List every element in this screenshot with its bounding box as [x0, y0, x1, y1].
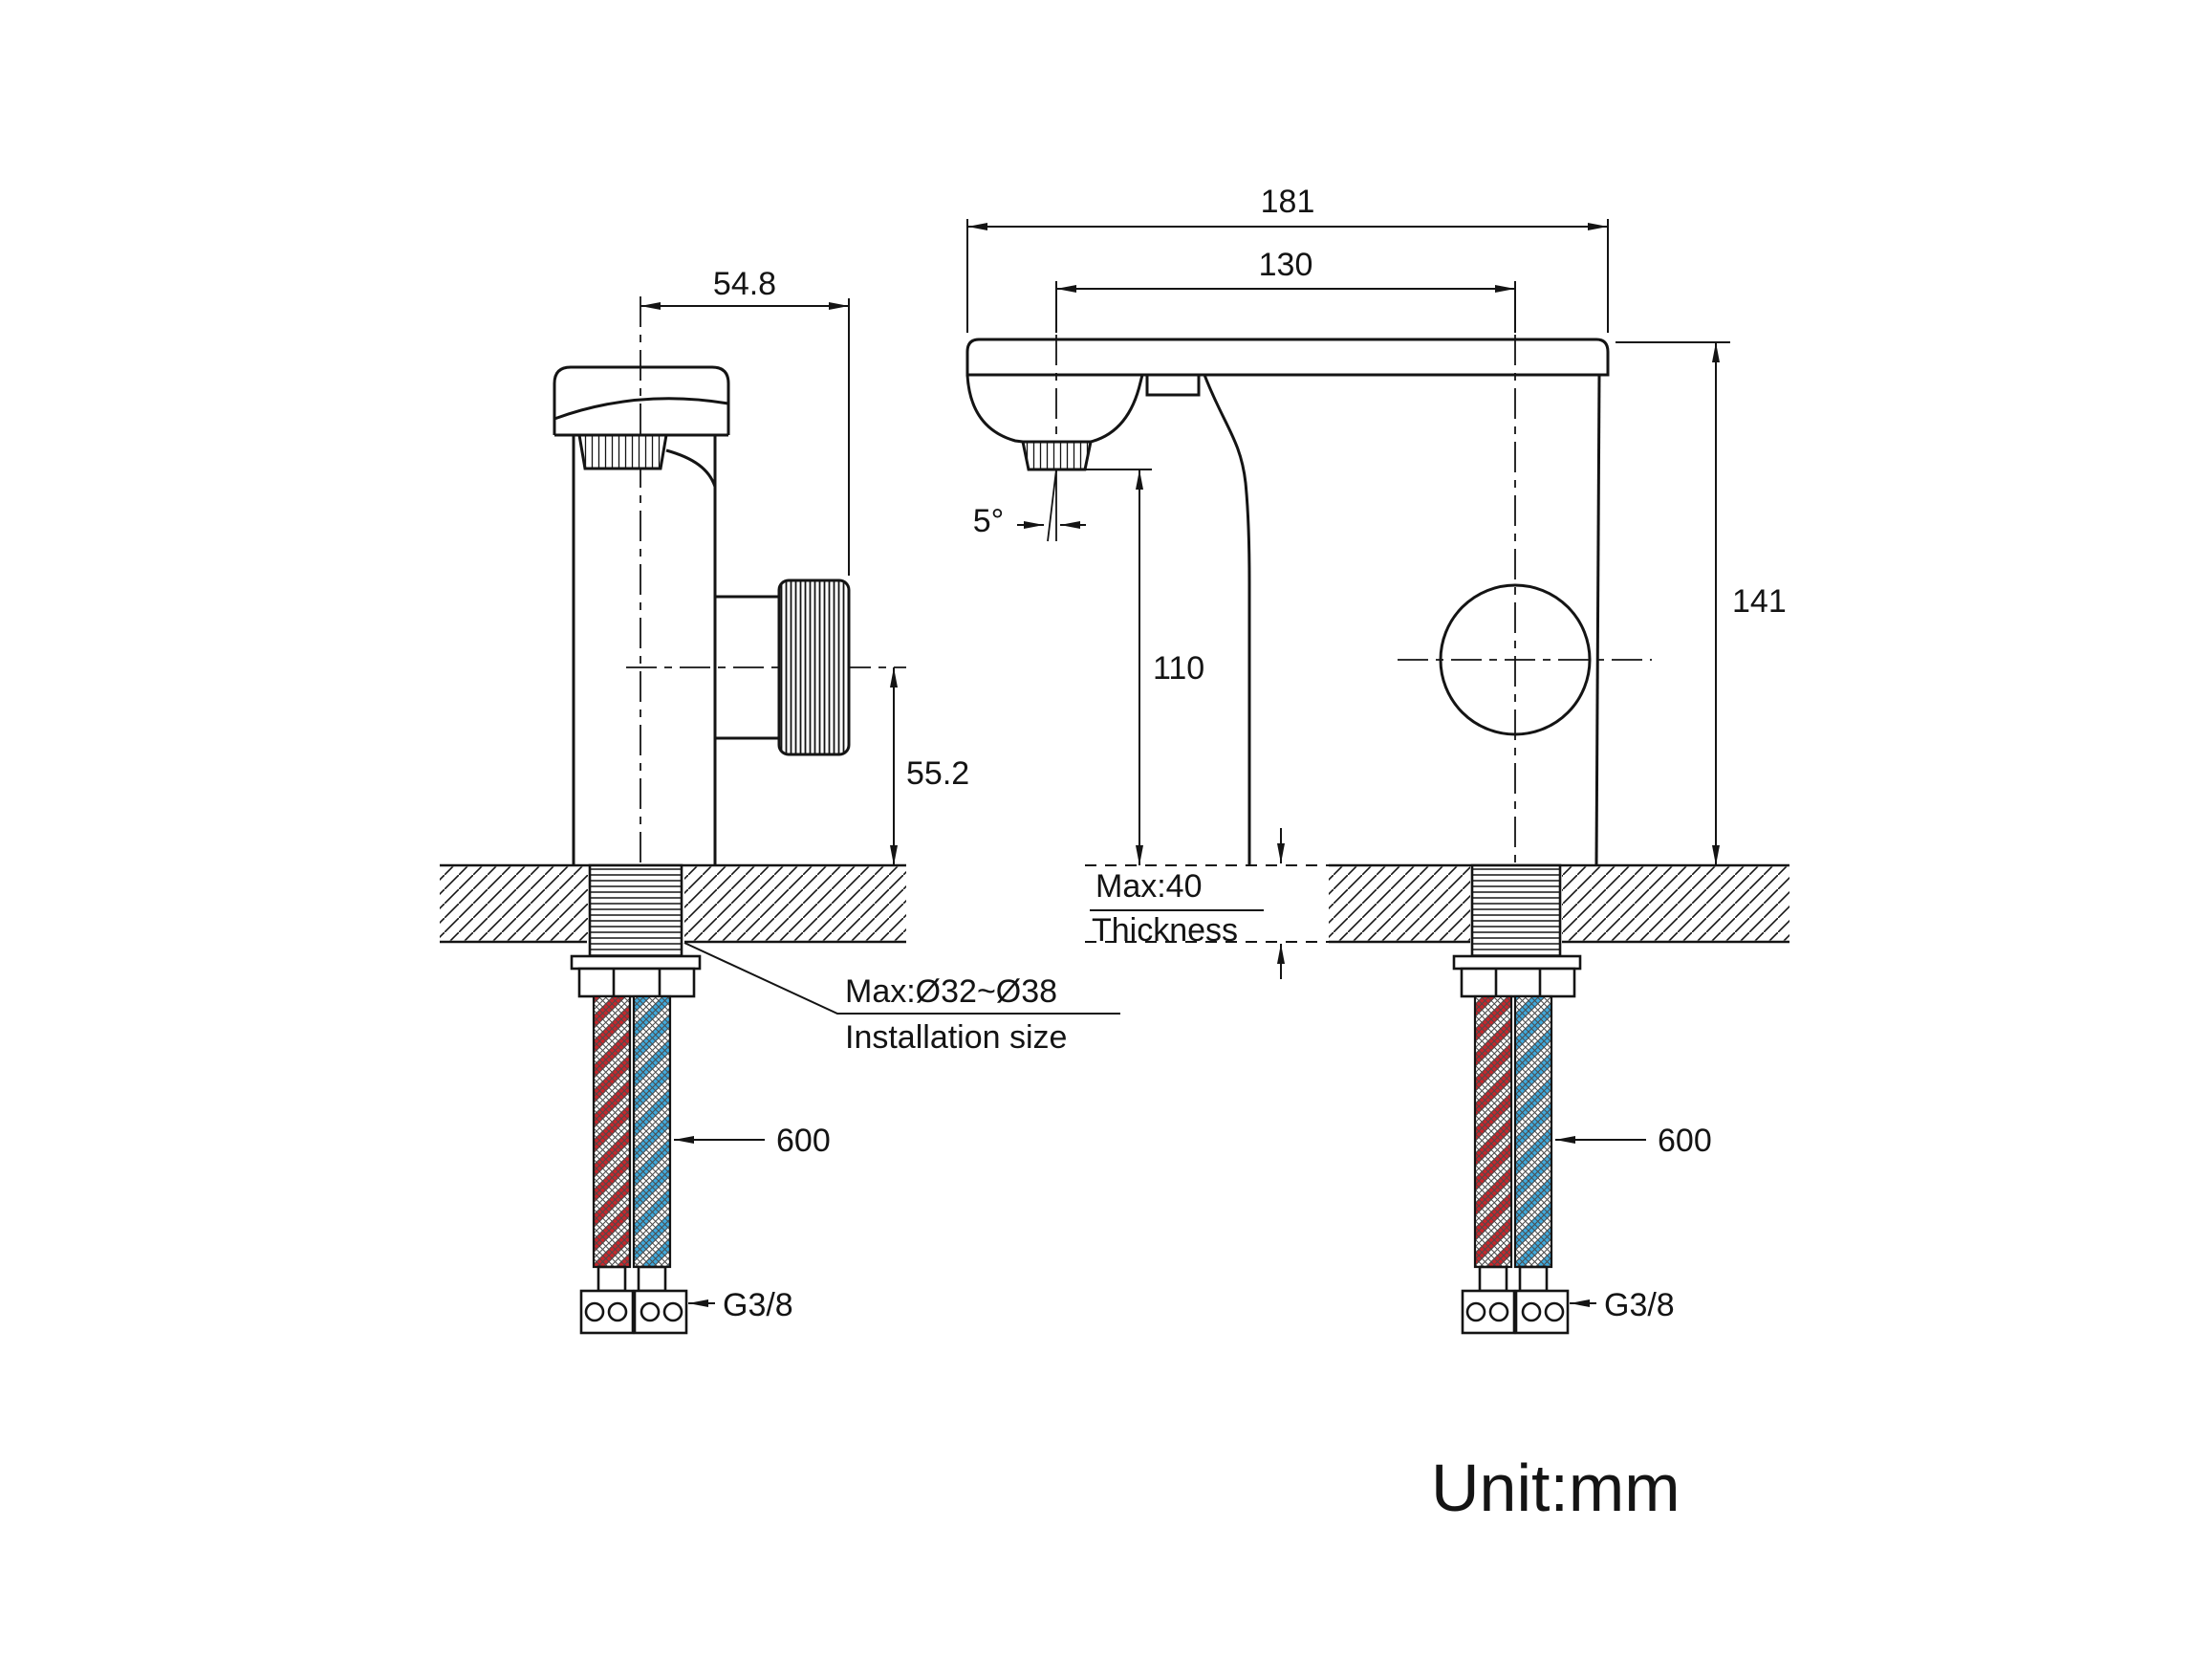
thickness-value-label: Max:40 — [1095, 868, 1203, 905]
front-dial-circle — [1439, 583, 1592, 736]
front-hose-nut-hot — [1461, 1289, 1516, 1335]
spray-angle-label: 5° — [973, 503, 1005, 539]
front-dimension-lines — [966, 219, 1730, 1307]
front-body-right-edge — [1594, 374, 1601, 866]
front-top-bar — [965, 338, 1610, 377]
side-handle-knurl — [777, 578, 851, 756]
installation-size-label: Installation size — [845, 1019, 1067, 1056]
front-dim-total-width-label: 181 — [1261, 184, 1315, 220]
side-view: 54.8 55.2 Max:Ø32~Ø38 Installation size … — [440, 266, 1120, 1335]
front-hot-hose — [1473, 994, 1513, 1269]
side-dimension-lines — [640, 298, 1120, 1307]
front-hose-length-label: 600 — [1658, 1123, 1712, 1159]
side-locknut — [577, 967, 696, 998]
side-centerlines — [626, 296, 906, 899]
side-body-column — [572, 435, 717, 865]
side-connector-label: G3/8 — [723, 1287, 793, 1323]
front-spout-pod — [965, 374, 1144, 444]
front-cold-hose — [1513, 994, 1553, 1269]
front-locknut — [1460, 967, 1576, 998]
side-threaded-shank — [588, 863, 683, 958]
side-faucet-body — [553, 365, 851, 865]
side-hose-nut-cold — [633, 1289, 688, 1335]
unit-label: Unit:mm — [1431, 1451, 1681, 1525]
installation-size-value: Max:Ø32~Ø38 — [845, 973, 1057, 1010]
side-dim-width-label: 54.8 — [713, 266, 776, 302]
side-undermount — [570, 863, 702, 1335]
front-threaded-shank — [1470, 863, 1562, 958]
front-undermount — [1452, 863, 1582, 1335]
spray-angle-lines — [1017, 469, 1086, 542]
front-aerator — [1021, 440, 1093, 471]
front-dim-total-height-label: 141 — [1732, 583, 1787, 620]
front-dim-spout-to-valve-label: 130 — [1259, 247, 1313, 283]
front-connector-label: G3/8 — [1604, 1287, 1675, 1323]
side-cold-hose — [632, 994, 672, 1269]
front-view: 181 130 5° 110 141 Max:40 Thickness 600 … — [965, 184, 1789, 1335]
side-hot-hose — [592, 994, 632, 1269]
side-head-cap — [553, 365, 730, 435]
side-hose-length-label: 600 — [776, 1123, 831, 1159]
front-faucet-body — [965, 338, 1610, 866]
side-handle-neck — [715, 595, 779, 740]
front-flange — [1452, 954, 1582, 971]
front-sensor-window — [1145, 373, 1201, 397]
thickness-extension-lines — [1085, 864, 1329, 943]
front-dim-spout-height-label: 110 — [1153, 650, 1204, 687]
thickness-text-label: Thickness — [1092, 912, 1238, 949]
side-head-seam — [553, 397, 729, 421]
side-flange — [570, 954, 702, 971]
front-dimension-labels: 181 130 5° 110 141 Max:40 Thickness 600 … — [973, 184, 1787, 1323]
side-dim-height-label: 55.2 — [906, 755, 969, 792]
front-body-left-edge — [1203, 374, 1251, 865]
front-hose-nut-cold — [1514, 1289, 1570, 1335]
side-hose-nut-hot — [579, 1289, 635, 1335]
side-dimension-labels: 54.8 55.2 Max:Ø32~Ø38 Installation size … — [713, 266, 1068, 1323]
side-aerator — [577, 433, 668, 470]
